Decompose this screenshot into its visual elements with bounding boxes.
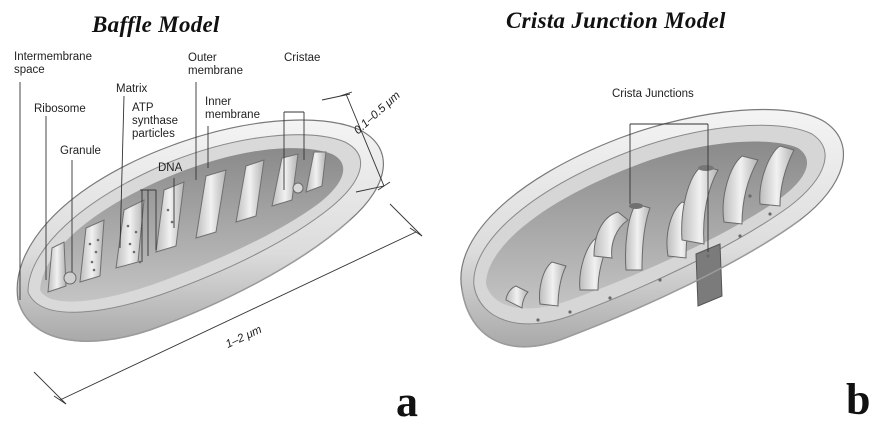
label-dna: DNA [158,162,182,174]
label-atp-3: particles [132,128,175,140]
panel-a-letter: a [396,376,418,427]
label-intermembrane-space-1: Intermembrane [14,51,92,63]
label-crista-junctions: Crista Junctions [612,88,694,100]
granule [64,272,76,284]
label-cristae: Cristae [284,52,320,64]
label-matrix: Matrix [116,83,147,95]
label-outer-membrane-1: Outer [188,52,217,64]
label-inner-membrane-1: Inner [205,96,231,108]
panel-b-letter: b [846,374,870,425]
label-atp-1: ATP [132,102,154,114]
label-ribosome: Ribosome [34,103,86,115]
junction-opening [629,203,643,209]
label-outer-membrane-2: membrane [188,65,243,77]
label-atp-2: synthase [132,115,178,127]
label-inner-membrane-2: membrane [205,109,260,121]
cristae-granule [293,183,303,193]
junction-opening [698,165,714,171]
label-granule: Granule [60,145,101,157]
crista-junction-mitochondrion [461,109,844,346]
panel-a-title: Baffle Model [92,12,220,38]
panel-b-title: Crista Junction Model [506,8,726,34]
label-intermembrane-space-2: space [14,64,45,76]
